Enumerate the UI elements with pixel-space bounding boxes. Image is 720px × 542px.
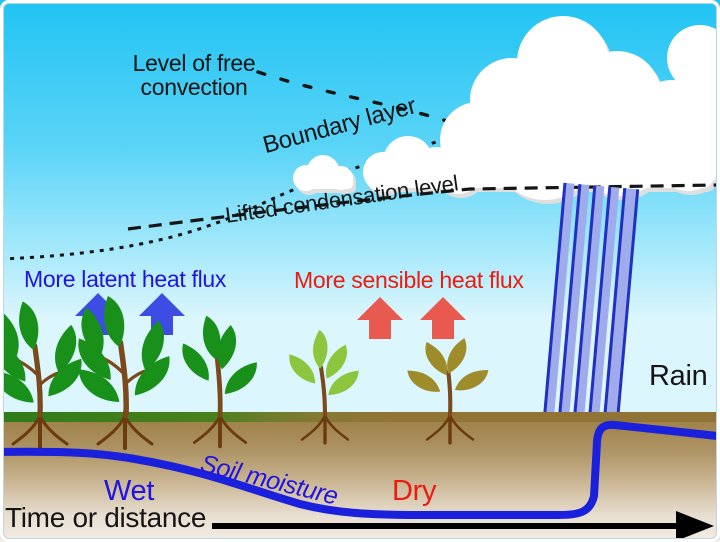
- medium-plant: [175, 315, 259, 418]
- lfc-dashed-line: [256, 70, 470, 130]
- lfc-line2: convection: [140, 73, 248, 100]
- lfc-line1: Level of free: [132, 50, 256, 76]
- more-sensible-heat-flux-label: More sensible heat flux: [294, 267, 524, 293]
- soil-moisture-curve: [0, 420, 720, 519]
- dry-plant: [407, 338, 489, 417]
- time-axis-arrow: [212, 511, 714, 541]
- grass-strip: [0, 412, 720, 422]
- lcl-dashed-line: [127, 183, 717, 231]
- stressed-plant: [285, 329, 359, 417]
- boundary-layer-dotted-line: [0, 130, 473, 261]
- rain-streaks: [543, 182, 640, 421]
- wet-label: Wet: [104, 475, 155, 507]
- rain-label: Rain: [649, 360, 708, 392]
- more-latent-heat-flux-label: More latent heat flux: [24, 266, 227, 292]
- dry-label: Dry: [392, 475, 437, 507]
- level-of-free-convection-label: Level of free convection: [118, 50, 270, 100]
- time-or-distance-label: Time or distance: [5, 502, 207, 533]
